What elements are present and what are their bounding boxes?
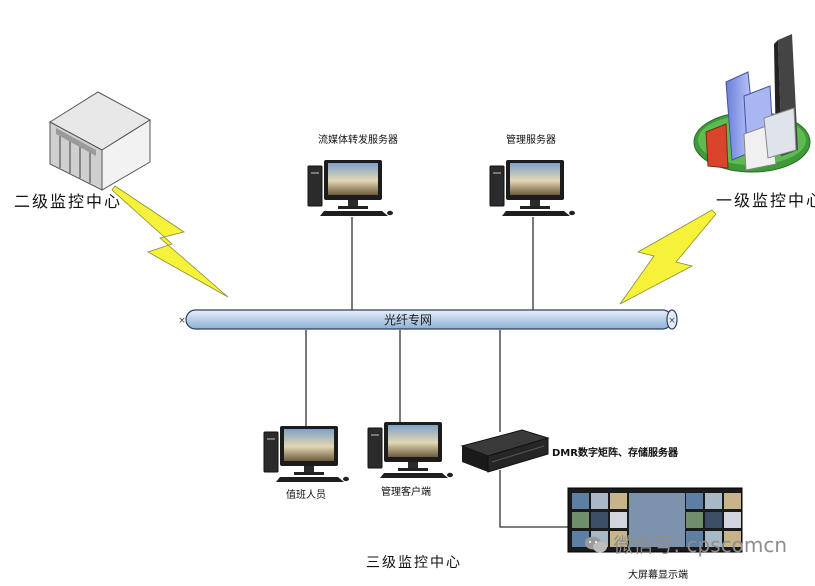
dmr-server-icon: [460, 429, 550, 473]
stream-server-label: 流媒体转发服务器: [318, 135, 398, 146]
level2-center-label: 二级监控中心: [14, 192, 123, 211]
network-label: 光纤专网: [384, 313, 433, 327]
video-wall-tile: [572, 493, 589, 509]
svg-text:×: ×: [668, 316, 676, 326]
connection-lines: [305, 217, 568, 528]
video-wall-tile: [705, 493, 722, 509]
wechat-icon: [585, 535, 608, 553]
svg-text:×: ×: [178, 316, 186, 326]
video-wall-tile: [724, 512, 741, 528]
video-wall-tile: [610, 531, 627, 547]
level3-center-label: 三级监控中心: [366, 555, 462, 571]
duty-staff-label: 值班人员: [286, 490, 326, 501]
level1-center-label: 一级监控中心: [716, 191, 815, 210]
video-wall-tile: [686, 493, 703, 509]
big-screen-label: 大屏幕显示端: [628, 570, 688, 581]
video-wall-tile: [724, 531, 741, 547]
video-wall-tile: [610, 493, 627, 509]
video-wall-tile: [686, 512, 703, 528]
level1-center-city-icon: [693, 34, 811, 173]
mgmt-client-label: 管理客户端: [381, 487, 431, 498]
duty-staff-pc-icon: [263, 425, 350, 483]
video-wall-tile: [610, 512, 627, 528]
video-wall-icon: [567, 487, 743, 553]
mgmt-server-pc-icon: [489, 159, 576, 217]
mgmt-client-pc-icon: [367, 421, 454, 479]
wireless-link-right: [619, 209, 717, 305]
video-wall-tile: [591, 512, 608, 528]
watermark-text: 微信号: cpscomcn: [613, 533, 787, 557]
wireless-link-left: [111, 185, 229, 298]
video-wall-tile: [705, 512, 722, 528]
video-wall-tile: [591, 493, 608, 509]
dmr-server-label: DMR数字矩阵、存储服务器: [552, 448, 678, 459]
mgmt-server-label: 管理服务器: [506, 135, 556, 146]
video-wall-tile: [572, 512, 589, 528]
video-wall-tile: [724, 493, 741, 509]
video-wall-tile: [686, 531, 703, 547]
stream-server-pc-icon: [307, 159, 394, 217]
watermark: 微信号: cpscomcn: [585, 529, 787, 558]
level2-center-building-icon: [49, 91, 151, 191]
video-wall-tile: [705, 531, 722, 547]
video-wall-tile: [572, 531, 589, 547]
video-wall-main-tile: [629, 493, 685, 547]
fiber-network-bus: × ×: [178, 309, 678, 330]
